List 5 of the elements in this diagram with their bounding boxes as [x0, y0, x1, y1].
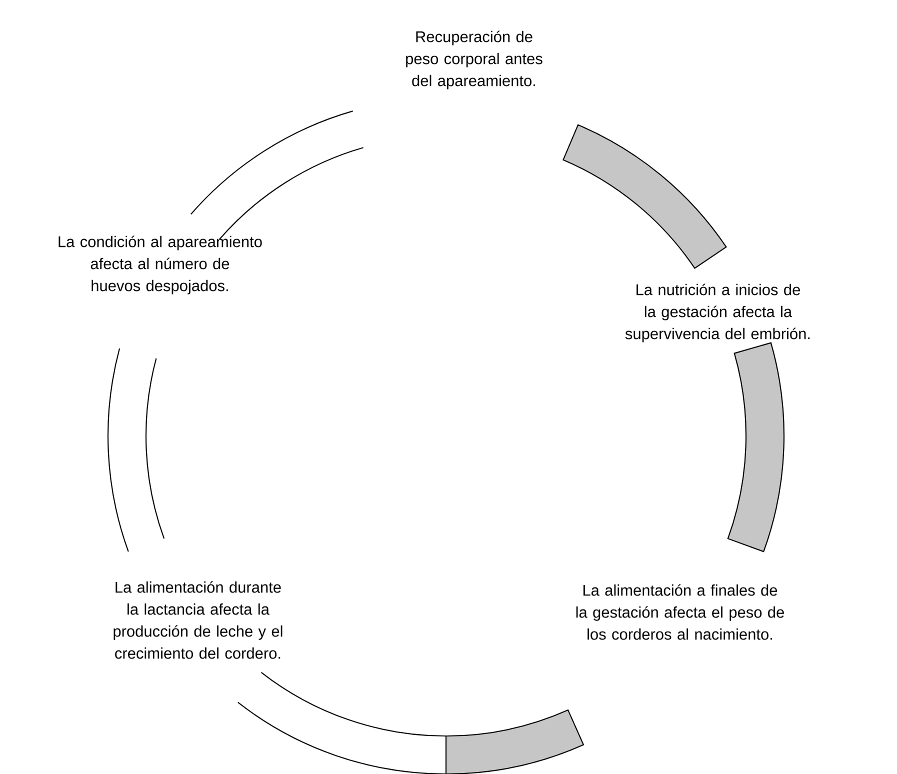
- cycle-label: La nutrición a inicios de la gestación afecta la supervivencia del embrión.: [625, 284, 810, 342]
- cycle-label: La condición al apareamiento afecta al número de huevos despojados.: [58, 236, 262, 294]
- cycle-label: La alimentación durante la lactancia afecta la producción de leche y el crecimiento del cordero.: [114, 581, 282, 659]
- cycle-label: Recuperación de peso corporal antes del apareamiento.: [406, 30, 542, 90]
- cycle-label: La alimentación a finales de la gestación afecta el peso de los corderos al nacimiento.: [576, 584, 784, 640]
